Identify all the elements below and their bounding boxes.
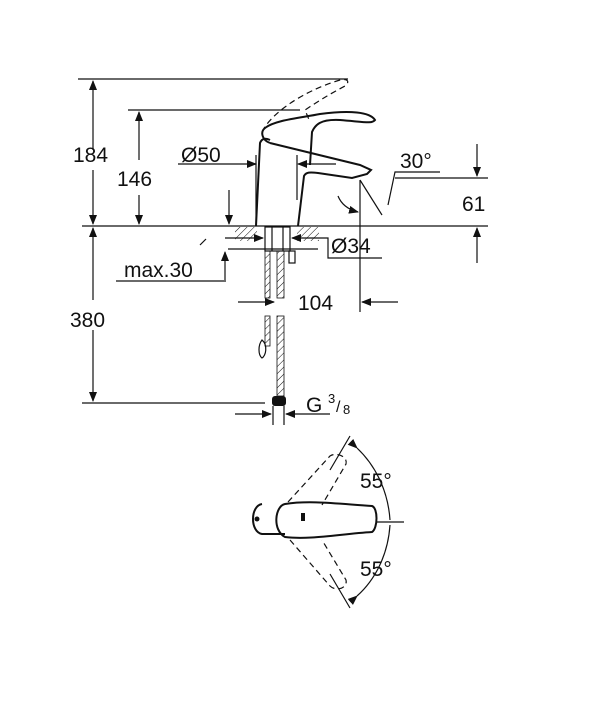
label-lever-angle-up: 55° (360, 470, 392, 493)
label-thread-numerator: 3 (328, 391, 335, 406)
dimension-spout-angle (337, 171, 440, 216)
faucet-top-view (252, 435, 404, 609)
label-thread-prefix: G (306, 394, 322, 417)
label-spout-reach: 104 (298, 292, 333, 315)
label-deck-thickness: max.30 (124, 259, 193, 282)
label-hose-length: 380 (70, 309, 105, 332)
label-thread-denominator: 8 (343, 402, 350, 417)
label-spout-clearance: 61 (462, 193, 485, 216)
dimension-spout-reach (238, 180, 398, 312)
label-spout-height: 146 (117, 168, 152, 191)
label-body-diameter: Ø50 (181, 144, 221, 167)
supply-hoses (258, 250, 286, 425)
reference-lines (78, 78, 488, 404)
faucet-side-view (199, 78, 377, 246)
label-thread-slash: / (336, 399, 341, 416)
deck-mounting (228, 226, 319, 264)
dimension-deck-thickness (116, 190, 233, 282)
label-spout-angle: 30° (400, 150, 432, 173)
label-lever-angle-down: 55° (360, 558, 392, 581)
dimension-hole-diameter (225, 234, 382, 259)
label-total-height: 184 (73, 144, 108, 167)
label-hole-diameter: Ø34 (331, 235, 371, 258)
